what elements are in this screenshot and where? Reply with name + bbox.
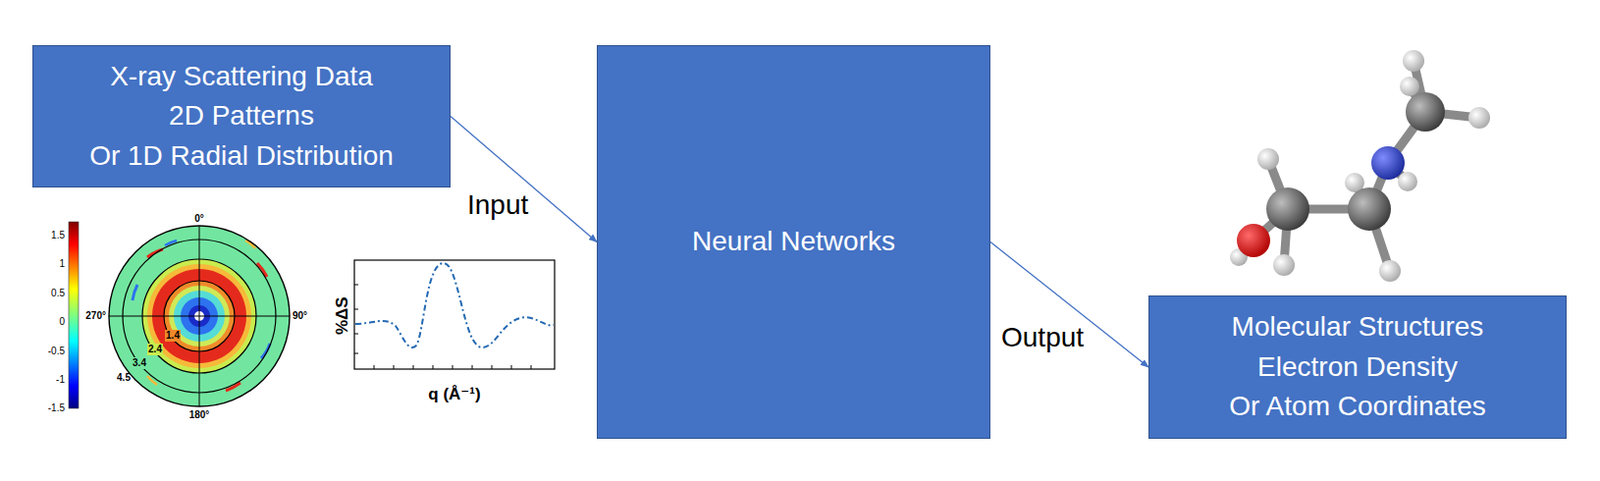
- angle-label: 180°: [189, 409, 211, 422]
- molecule-model: [1229, 50, 1491, 282]
- colorbar-tick: 0: [58, 316, 65, 328]
- angle-label: 0°: [194, 213, 205, 225]
- ring-label: 3.4: [131, 357, 148, 370]
- output-box: Molecular StructuresElectron DensityOr A…: [1148, 295, 1567, 439]
- connector-arrow: [450, 116, 597, 243]
- process-box: Neural Networks: [596, 45, 991, 439]
- polar-pattern: [108, 225, 290, 407]
- node-text: Or 1D Radial Distribution: [89, 136, 394, 177]
- angle-label: 270°: [85, 310, 107, 322]
- axis-title: %ΔS: [331, 297, 352, 336]
- node-text: Neural Networks: [692, 221, 896, 263]
- colorbar-tick: -1: [55, 373, 65, 386]
- node-text: X-ray Scattering Data: [109, 56, 374, 98]
- colorbar-tick: -1.5: [48, 402, 65, 415]
- input-box: X-ray Scattering Data2D PatternsOr 1D Ra…: [32, 45, 451, 188]
- colorbar: [68, 221, 79, 409]
- edge-label: Output: [1001, 321, 1084, 354]
- node-text: Molecular Structures: [1231, 307, 1485, 348]
- colorbar-tick: 0.5: [51, 287, 65, 300]
- axis-title: q (Å⁻¹): [427, 384, 480, 405]
- colorbar-tick: -0.5: [48, 345, 65, 358]
- node-text: 2D Patterns: [168, 96, 315, 137]
- angle-label: 90°: [292, 310, 308, 322]
- difference-plot: [354, 260, 555, 370]
- node-text: Electron Density: [1257, 347, 1458, 388]
- ring-label: 1.4: [164, 329, 181, 342]
- ring-label: 2.4: [147, 343, 163, 356]
- ring-label: 4.5: [116, 372, 131, 384]
- node-text: Or Atom Coordinates: [1228, 386, 1486, 427]
- colorbar-tick: 1.5: [51, 229, 65, 242]
- edge-label: Input: [467, 189, 529, 221]
- colorbar-tick: 1: [58, 258, 65, 270]
- connector-arrow: [990, 242, 1149, 369]
